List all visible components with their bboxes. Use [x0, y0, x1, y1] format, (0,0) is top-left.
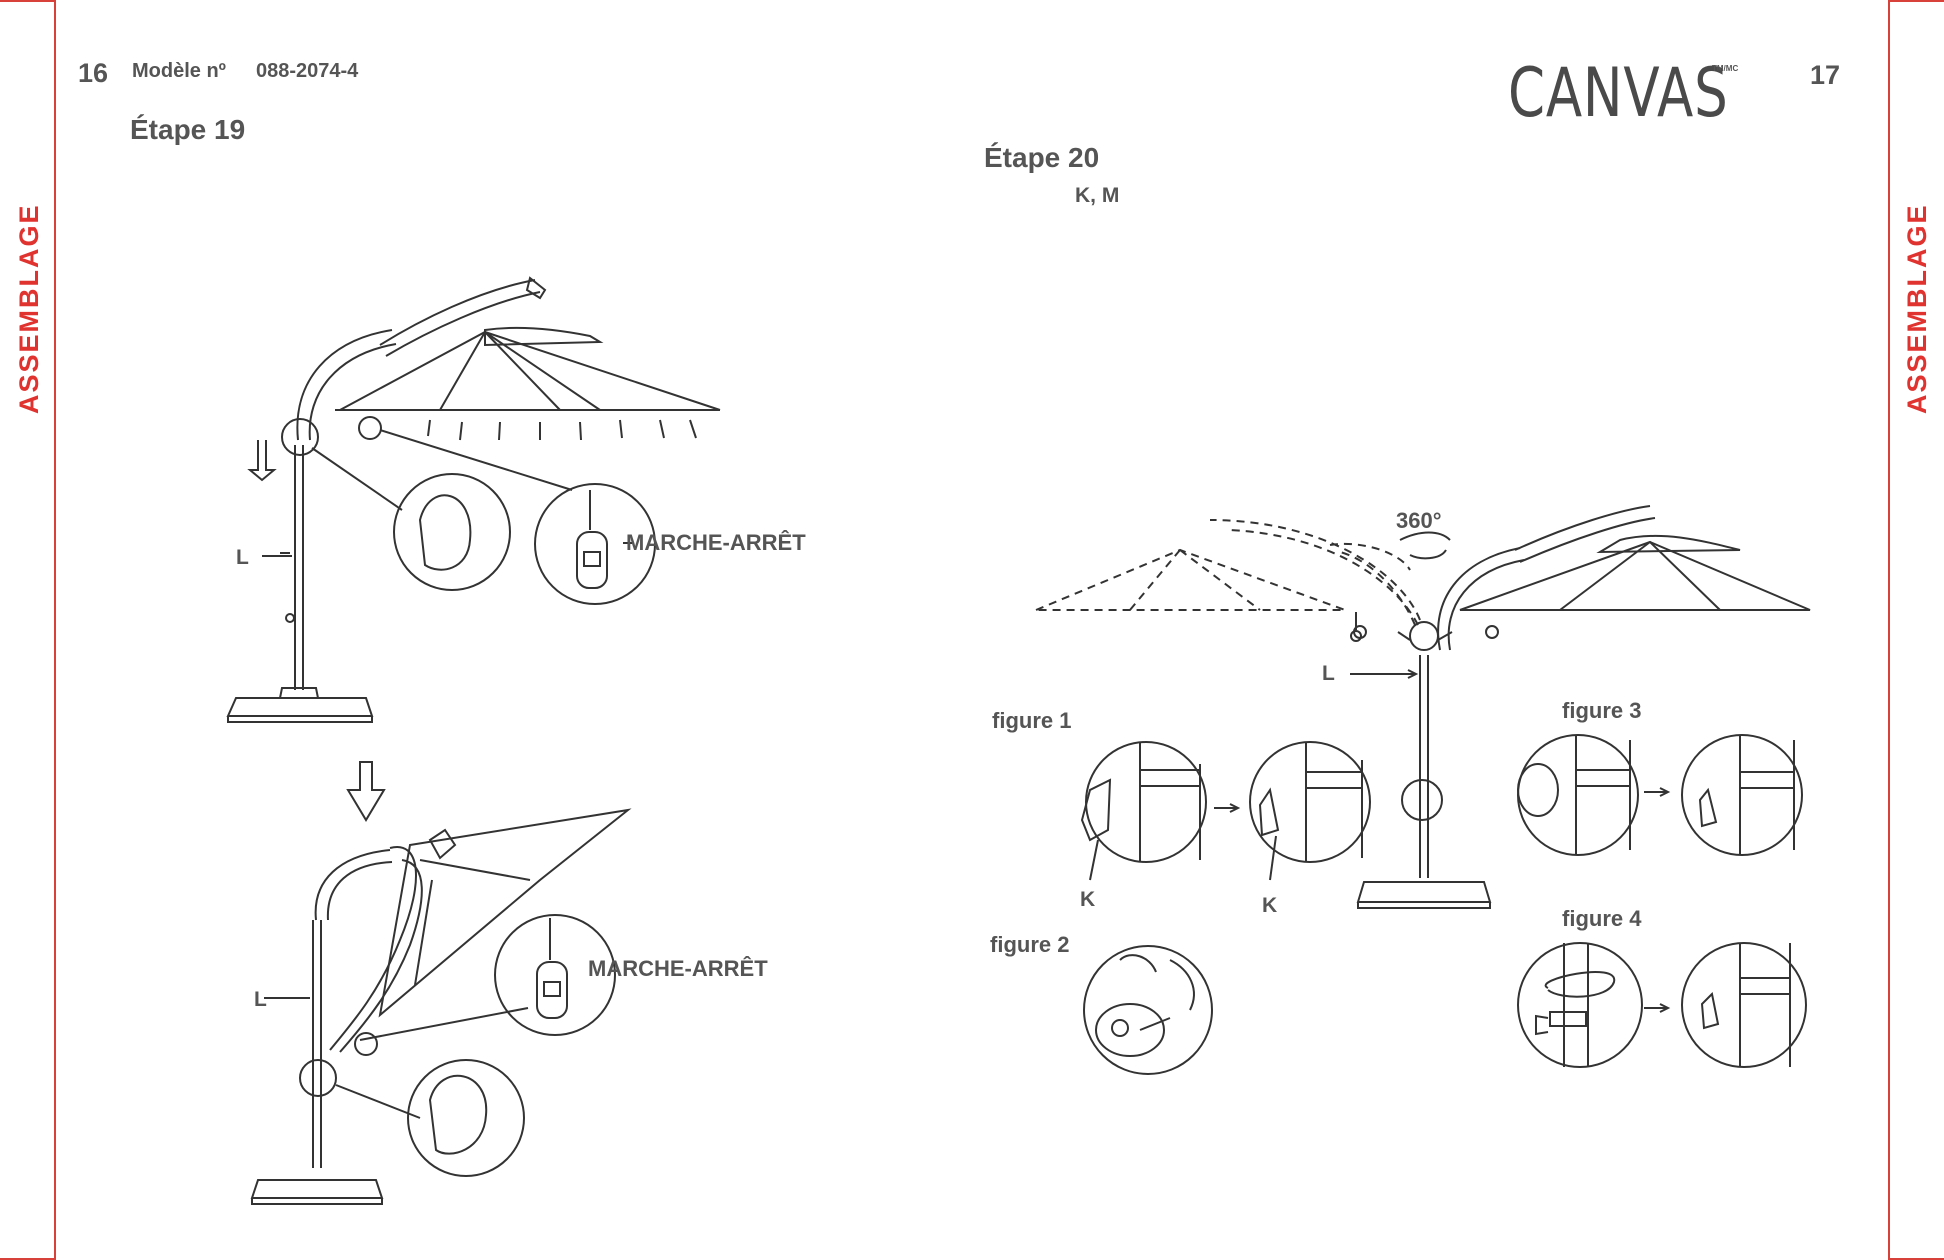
step19-top-switch-label: MARCHE-ARRÊT [626, 530, 806, 556]
rotation-label: 360° [1396, 508, 1442, 534]
figure2-label: figure 2 [990, 932, 1069, 958]
step19-bottom-pole-label: L [254, 988, 267, 1012]
step20-pole-label: L [1322, 662, 1335, 686]
step19-bottom-switch-label: MARCHE-ARRÊT [588, 956, 768, 982]
step19-bottom-umbrella [252, 810, 628, 1204]
step19-top-pole-label: L [236, 546, 249, 570]
step19-top-umbrella [228, 278, 720, 722]
figure4-label: figure 4 [1562, 906, 1641, 932]
part-k-label-1: K [1080, 888, 1095, 912]
figure3-diagrams [1518, 735, 1802, 855]
step20-umbrella [1036, 506, 1810, 908]
figure1-diagrams [1082, 742, 1370, 880]
figure4-diagrams [1518, 943, 1806, 1067]
part-k-label-2: K [1262, 894, 1277, 918]
figure1-label: figure 1 [992, 708, 1071, 734]
figure3-label: figure 3 [1562, 698, 1641, 724]
figure2-diagram [1084, 946, 1212, 1074]
